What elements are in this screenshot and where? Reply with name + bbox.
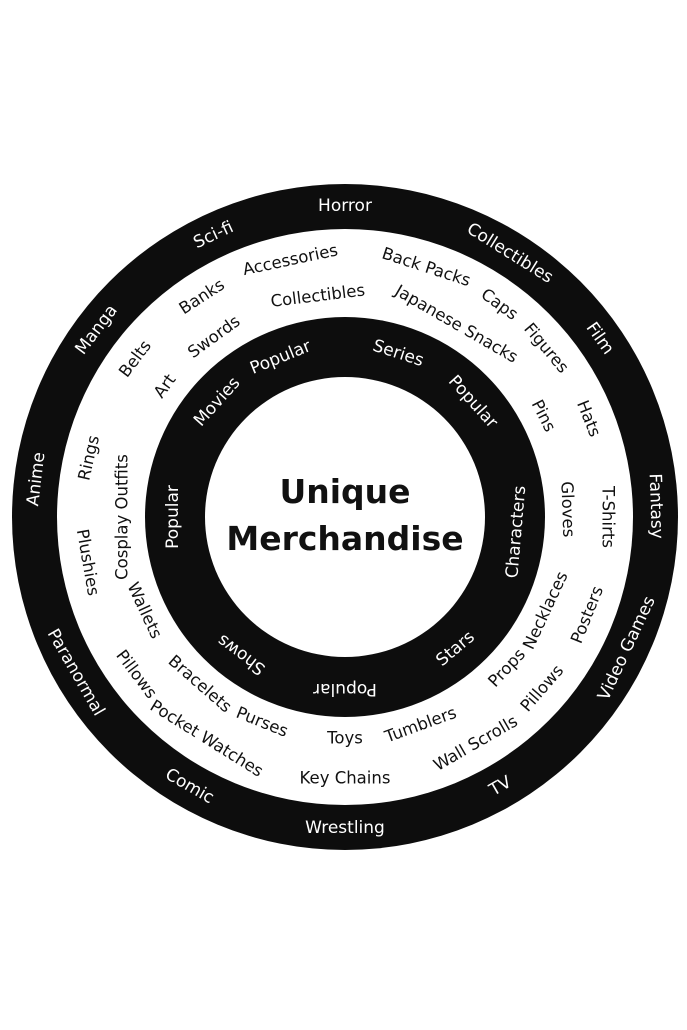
middle-ring-outer-label: Key Chains xyxy=(300,769,391,788)
rings xyxy=(12,184,678,850)
middle-ring-inner-label: Toys xyxy=(326,729,363,748)
center-disc xyxy=(205,377,485,657)
inner-ring-label: Popular xyxy=(313,679,377,699)
middle-ring-inner-label: Cosplay Outfits xyxy=(113,454,132,580)
middle-ring-outer-label: T-Shirts xyxy=(599,485,618,548)
outer-ring-label: Horror xyxy=(318,196,372,216)
center-label: Unique Merchandise xyxy=(226,472,463,558)
outer-ring-label: Wrestling xyxy=(305,818,385,838)
inner-ring-label: Popular xyxy=(163,485,183,549)
center-title-line1: Unique xyxy=(279,472,410,511)
center-title-line2: Merchandise xyxy=(226,519,463,558)
middle-ring-inner-label: Gloves xyxy=(557,481,578,538)
outer-ring-label: Fantasy xyxy=(645,473,667,539)
